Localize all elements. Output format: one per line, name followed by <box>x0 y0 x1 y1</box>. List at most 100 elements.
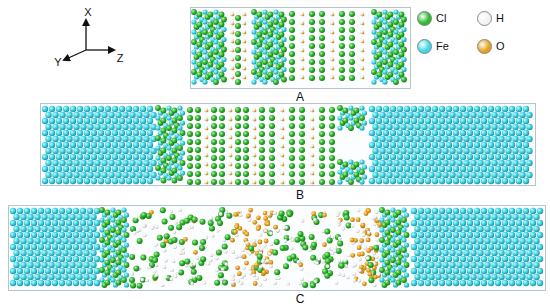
o-atom <box>282 146 285 149</box>
fe-atom <box>41 226 47 232</box>
fe-atom <box>110 207 115 212</box>
fe-atom <box>401 27 406 32</box>
h-atom <box>252 144 256 148</box>
h-atom <box>231 281 235 285</box>
fe-atom <box>519 124 525 130</box>
fe-atom <box>491 160 497 166</box>
fe-atom <box>262 69 267 74</box>
cl-atom <box>268 52 274 58</box>
fe-atom <box>337 169 342 174</box>
fe-atom <box>94 160 100 166</box>
fe-atom <box>124 272 129 277</box>
fe-atom <box>273 29 278 34</box>
fe-atom <box>90 262 96 268</box>
fe-atom <box>83 262 89 268</box>
fe-atom <box>177 155 182 160</box>
h-atom <box>164 275 168 279</box>
fe-atom <box>166 105 171 110</box>
fe-atom <box>362 110 367 115</box>
cl-atom <box>324 252 330 258</box>
o-atom <box>377 223 382 228</box>
cl-atom <box>202 29 208 35</box>
h-atom <box>321 229 325 233</box>
cl-atom <box>339 59 345 65</box>
h-atom <box>145 278 149 282</box>
fe-atom <box>49 166 55 172</box>
h-atom <box>252 117 256 121</box>
h-atom <box>240 281 244 285</box>
fe-atom <box>41 250 47 256</box>
fe-atom <box>470 172 476 178</box>
fe-atom <box>337 115 342 120</box>
fe-atom <box>411 154 417 160</box>
cl-atom <box>214 280 220 286</box>
cl-atom <box>243 115 249 121</box>
cl-atom <box>343 108 349 114</box>
fe-atom <box>371 79 376 84</box>
fe-atom <box>397 130 403 136</box>
o-atom <box>350 238 355 243</box>
o-atom <box>322 213 327 218</box>
cl-atom <box>329 131 335 137</box>
cl-atom <box>319 43 325 49</box>
cl-atom <box>281 47 287 53</box>
cl-atom <box>197 72 203 78</box>
fe-atom <box>69 238 75 244</box>
o-atom <box>233 230 238 235</box>
fe-atom <box>435 124 441 130</box>
fe-atom <box>477 172 483 178</box>
fe-atom <box>166 115 171 120</box>
cl-atom <box>200 219 206 225</box>
cl-atom <box>329 155 335 161</box>
o-atom <box>312 137 315 140</box>
cl-atom <box>192 217 198 223</box>
fe-atom <box>371 59 376 64</box>
fe-atom <box>84 166 90 172</box>
fe-atom <box>400 112 406 118</box>
fe-atom <box>98 130 104 136</box>
fe-atom <box>453 118 459 124</box>
fe-atom <box>460 178 466 184</box>
cl-atom <box>197 62 203 68</box>
fe-atom <box>523 178 529 184</box>
fe-atom <box>69 274 75 280</box>
fe-atom <box>155 155 160 160</box>
h-atom <box>238 254 242 258</box>
fe-atom <box>55 226 61 232</box>
fe-atom <box>519 148 525 154</box>
cl-atom <box>251 69 257 75</box>
cl-atom <box>309 234 315 240</box>
h-atom <box>375 255 379 259</box>
cl-atom <box>281 17 287 23</box>
fe-atom <box>221 27 226 32</box>
cl-atom <box>388 32 394 38</box>
cl-atom <box>235 55 241 61</box>
fe-atom <box>70 142 76 148</box>
h-atom <box>337 272 341 276</box>
cl-atom <box>191 269 197 275</box>
h-atom <box>310 108 314 112</box>
fe-atom <box>369 154 375 160</box>
fe-atom <box>421 124 427 130</box>
h-atom <box>327 247 331 251</box>
fe-atom <box>80 220 86 226</box>
cl-atom <box>226 213 232 219</box>
fe-atom <box>407 136 413 142</box>
fe-atom <box>425 142 431 148</box>
cl-atom <box>235 107 241 113</box>
fe-atom <box>49 118 55 124</box>
fe-atom <box>262 49 267 54</box>
h-atom <box>215 268 219 272</box>
o-atom <box>362 281 367 286</box>
h-atom <box>261 260 265 264</box>
fe-atom <box>505 136 511 142</box>
fe-atom <box>166 175 171 180</box>
h-atom <box>142 224 146 228</box>
cl-atom <box>130 283 136 289</box>
fe-atom <box>446 154 452 160</box>
fe-atom <box>20 226 26 232</box>
fe-atom <box>69 226 75 232</box>
h-atom <box>230 21 234 25</box>
h-atom <box>280 153 284 157</box>
fe-atom <box>133 130 139 136</box>
